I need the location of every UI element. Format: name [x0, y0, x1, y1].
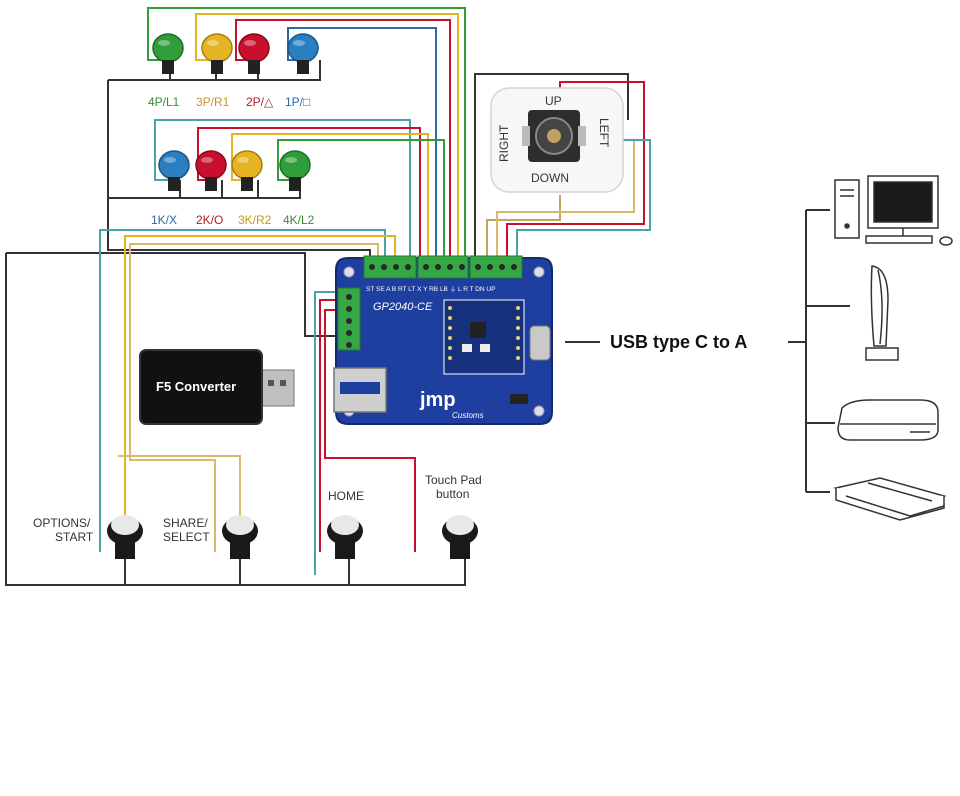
options-label-line2: START [55, 530, 94, 544]
board-pin-labels: ST SE A B RT LT X Y RB LB ⏚ L R T DN UP [366, 285, 495, 293]
bottom-button-row: OPTIONS/ START SHARE/ SELECT HOME Touch … [33, 473, 482, 559]
share-label-line1: SHARE/ [163, 516, 208, 530]
touchpad-label-line2: button [436, 487, 469, 501]
joystick-module [522, 110, 586, 162]
ps5-icon [865, 265, 899, 361]
board-brand: jmp [419, 389, 456, 411]
arcade-button-4p-l1 [152, 33, 184, 74]
top-terminal-block [363, 255, 523, 279]
top-button-label: 1P/□ [285, 95, 310, 109]
top-button-row: 4P/L1 3P/R1 2P/△ 1P/□ [148, 33, 319, 109]
mid-button-label: 2K/O [196, 213, 223, 227]
arcade-button-1k-x [158, 150, 190, 191]
top-button-label: 3P/R1 [196, 95, 230, 109]
mid-button-label: 4K/L2 [283, 213, 315, 227]
ps3-icon [837, 399, 939, 441]
header-pins [510, 394, 528, 404]
f5-converter: F5 Converter [139, 349, 295, 425]
wires [5, 7, 651, 586]
joystick: UP DOWN RIGHT LEFT [490, 87, 624, 193]
share-label-line2: SELECT [163, 530, 210, 544]
usb-a-port [333, 367, 387, 413]
board-name: GP2040-CE [373, 301, 433, 313]
microcontroller-module [443, 299, 525, 375]
joystick-up-label: UP [545, 94, 562, 108]
home-label: HOME [328, 489, 364, 503]
pc-icon [834, 175, 953, 246]
top-button-label: 4P/L1 [148, 95, 180, 109]
arcade-button-2p-triangle [238, 33, 270, 74]
gp2040-board: ST SE A B RT LT X Y RB LB ⏚ L R T DN UP … [333, 255, 553, 425]
mid-button-label: 1K/X [151, 213, 177, 227]
device-tree [805, 209, 850, 493]
arcade-button-3k-r2 [231, 150, 263, 191]
mid-button-row: 1K/X 2K/O 3K/R2 4K/L2 [151, 150, 315, 227]
home-button [327, 515, 363, 559]
usb-c-port [529, 325, 551, 361]
joystick-left-label: LEFT [597, 118, 611, 148]
arcade-button-1p-square [287, 33, 319, 74]
options-label-line1: OPTIONS/ [33, 516, 91, 530]
share-select-button [222, 515, 258, 559]
f5-converter-label: F5 Converter [156, 379, 236, 394]
arcade-button-2k-o [195, 150, 227, 191]
arcade-button-3p-r1 [201, 33, 233, 74]
board-brand-sub: Customs [452, 411, 484, 420]
top-button-label: 2P/△ [246, 95, 274, 109]
touchpad-label-line1: Touch Pad [425, 473, 482, 487]
joystick-down-label: DOWN [531, 171, 569, 185]
options-start-button [107, 515, 143, 559]
arcade-button-4k-l2 [279, 150, 311, 191]
usb-label: USB type C to A [610, 332, 747, 352]
side-terminal-block [337, 287, 361, 351]
ps4-icon [833, 477, 947, 521]
touch-pad-button [442, 515, 478, 559]
usb-connection: USB type C to A [565, 332, 806, 352]
mid-button-label: 3K/R2 [238, 213, 272, 227]
joystick-right-label: RIGHT [497, 124, 511, 162]
